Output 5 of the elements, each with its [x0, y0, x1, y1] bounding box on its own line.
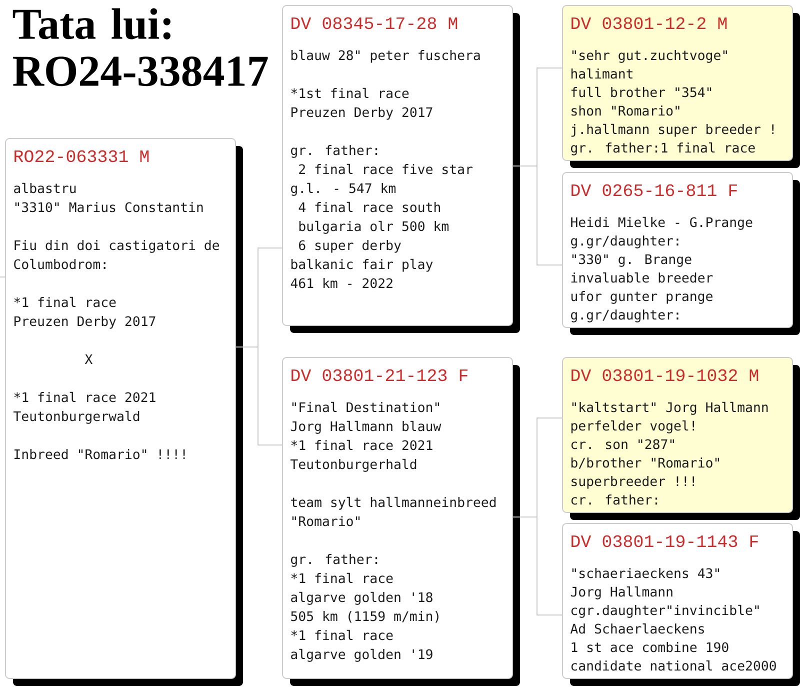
connector-line — [236, 248, 282, 446]
connector-line — [512, 68, 562, 266]
title: Tata lui: RO24-338417 — [12, 8, 268, 86]
connector-line — [0, 276, 6, 278]
connector-line — [512, 418, 562, 616]
